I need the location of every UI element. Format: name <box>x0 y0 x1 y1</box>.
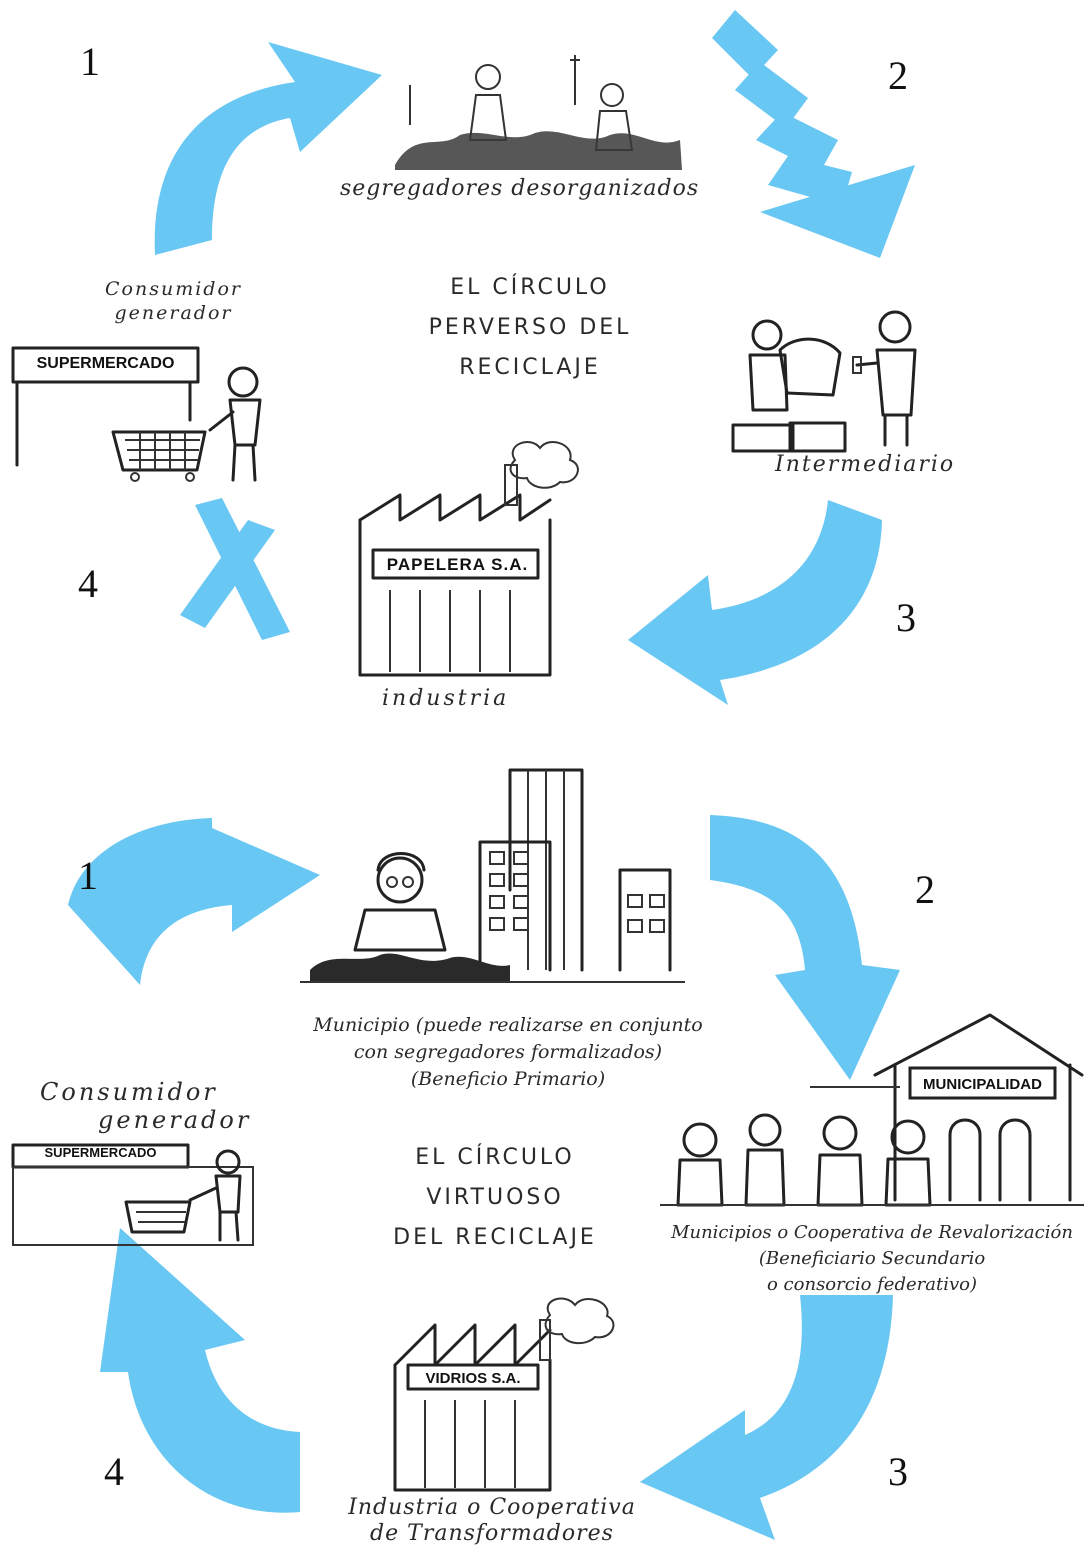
virtuous-title-line: DEL RECICLAJE <box>393 1225 597 1250</box>
consumidor-label-bottom-line2: generador <box>98 1106 252 1134</box>
virtuous-arrow-2 <box>710 815 900 1080</box>
virtuous-step-2: 2 <box>915 867 935 912</box>
perverse-step-1: 1 <box>80 39 100 84</box>
virtuous-title-line: VIRTUOSO <box>426 1185 564 1210</box>
virtuous-arrow-4 <box>100 1228 300 1513</box>
cooperativa-label-line2: (Beneficiario Secundario <box>758 1248 986 1269</box>
cooperativa-label: Municipios o Cooperativa de Revalorizaci… <box>662 1220 1082 1298</box>
intermediario-illustration <box>731 310 917 453</box>
industria-label-bottom-line2: de Transformadores <box>370 1521 614 1546</box>
municipio-label-line3: (Beneficio Primario) <box>410 1068 606 1090</box>
municipalidad-illustration <box>660 1013 1084 1207</box>
industria-label-bottom: Industria o Cooperativa de Transformador… <box>322 1495 662 1547</box>
vidrios-factory-illustration <box>393 1297 615 1492</box>
papelera-factory-illustration <box>358 441 579 677</box>
perverse-arrow-2 <box>712 10 915 258</box>
consumidor-label-bottom-line1: Consumidor <box>40 1078 218 1106</box>
perverse-title-line: EL CÍRCULO <box>450 275 610 300</box>
virtuous-title: EL CÍRCULO VIRTUOSO DEL RECICLAJE <box>345 1138 645 1258</box>
virtuous-title-line: EL CÍRCULO <box>415 1145 575 1170</box>
perverse-blocked-x <box>180 498 290 640</box>
virtuous-step-4: 4 <box>104 1449 124 1494</box>
perverse-step-4: 4 <box>78 561 98 606</box>
perverse-title-line: PERVERSO DEL <box>428 315 632 340</box>
cooperativa-label-line1: Municipios o Cooperativa de Revalorizaci… <box>671 1222 1073 1243</box>
consumidor-label-top-line1: Consumidor <box>105 278 242 300</box>
cooperativa-label-line3: o consorcio federativo) <box>767 1274 977 1295</box>
intermediario-label: Intermediario <box>775 452 956 477</box>
municipio-label-line1: Municipio (puede realizarse en conjunto <box>313 1014 703 1036</box>
virtuous-arrow-3 <box>640 1295 893 1540</box>
supermercado-illustration-bottom <box>11 1143 254 1246</box>
virtuous-arrow-1 <box>68 818 320 985</box>
perverse-title: EL CÍRCULO PERVERSO DEL RECICLAJE <box>380 268 680 388</box>
consumidor-label-top: Consumidor generador <box>105 277 242 325</box>
municipio-illustration <box>300 768 685 983</box>
perverse-step-2: 2 <box>888 53 908 98</box>
supermercado-illustration-top <box>11 346 262 482</box>
segregadores-label: segregadores desorganizados <box>340 176 700 201</box>
virtuous-step-1: 1 <box>78 853 98 898</box>
virtuous-step-3: 3 <box>888 1449 908 1494</box>
perverse-arrow-1 <box>154 42 382 255</box>
perverse-step-3: 3 <box>896 595 916 640</box>
perverse-title-line: RECICLAJE <box>459 355 601 380</box>
industria-label-bottom-line1: Industria o Cooperativa <box>348 1495 636 1520</box>
vidrios-sign: VIDRIOS S.A. <box>425 1370 521 1387</box>
industria-label-top: industria <box>382 686 510 711</box>
municipalidad-sign: MUNICIPALIDAD <box>923 1076 1042 1093</box>
perverse-arrow-3 <box>628 500 882 705</box>
supermercado-sign-bottom: SUPERMERCADO <box>44 1145 157 1160</box>
papelera-sign: PAPELERA S.A. <box>386 555 529 574</box>
municipio-label-line2: con segregadores formalizados) <box>353 1041 663 1063</box>
municipio-label: Municipio (puede realizarse en conjunto … <box>278 1012 738 1093</box>
consumidor-label-bottom: Consumidor generador <box>40 1078 251 1134</box>
supermercado-sign-top: SUPERMERCADO <box>36 355 175 372</box>
segregadores-illustration <box>395 55 682 170</box>
consumidor-label-top-line2: generador <box>114 302 233 324</box>
